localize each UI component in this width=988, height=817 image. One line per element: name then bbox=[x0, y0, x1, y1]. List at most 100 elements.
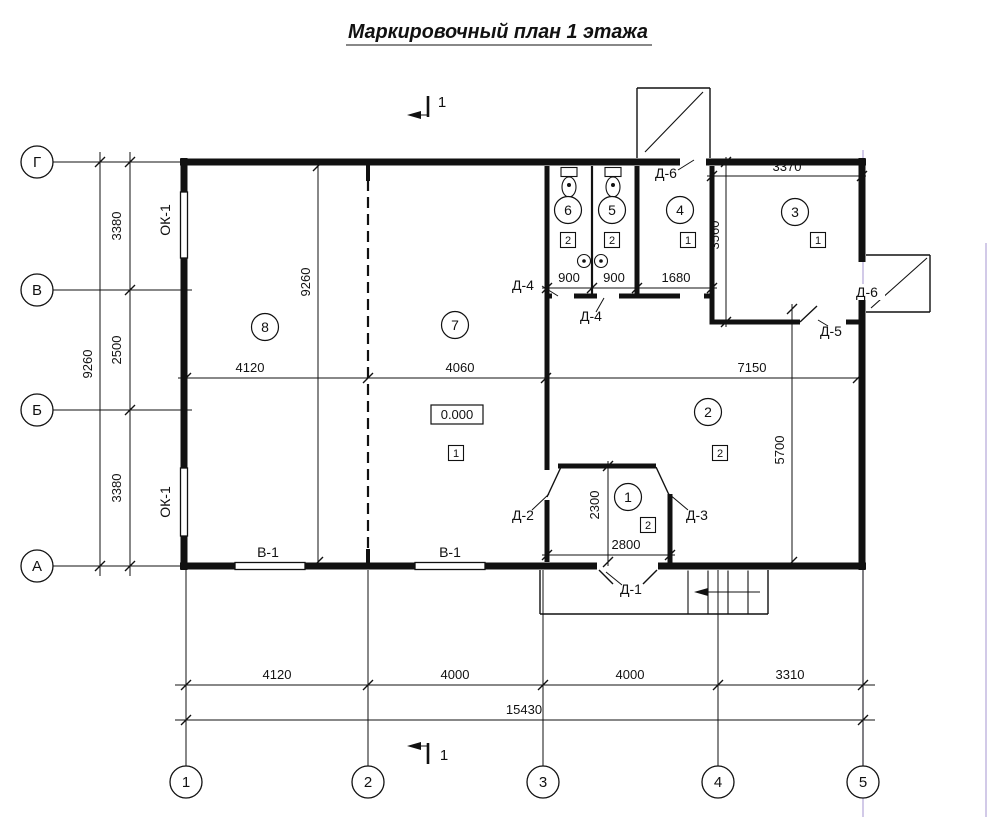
axis-bubble-2 bbox=[351, 765, 385, 799]
dim-mid-seg3: 7150 bbox=[738, 360, 767, 375]
room-number-1: 1 bbox=[624, 489, 632, 505]
dim-mid-seg2: 4060 bbox=[446, 360, 475, 375]
section-arrow-icon bbox=[407, 111, 421, 119]
wc-dot-room5-icon bbox=[611, 183, 615, 187]
letter-axes: Г В Б А bbox=[20, 145, 192, 583]
dim-interior-height: 9260 bbox=[298, 268, 313, 297]
axis-label-1: 1 bbox=[182, 774, 190, 791]
room-bubble-7 bbox=[440, 310, 470, 340]
dim-mid-seg1: 4120 bbox=[236, 360, 265, 375]
room-bubble-1 bbox=[613, 482, 643, 512]
door-leaf-d1-left bbox=[598, 569, 614, 585]
door-label-d6-top: Д-6 bbox=[655, 165, 677, 181]
sink-room5-icon bbox=[593, 253, 609, 269]
door-leaf-d3 bbox=[655, 466, 671, 498]
floor-mark-box-room4 bbox=[679, 231, 697, 249]
floor-mark-room4: 1 bbox=[685, 235, 691, 247]
window-labels: ОК-1 ОК-1 В-1 В-1 bbox=[157, 204, 461, 560]
dim-toilet6-width: 900 bbox=[558, 270, 580, 285]
level-mark: 0.000 bbox=[430, 404, 484, 425]
wc-tank-room6-icon bbox=[560, 166, 578, 178]
room-number-6: 6 bbox=[564, 202, 572, 218]
axis-bubble-v bbox=[20, 273, 54, 307]
leader-d6-top bbox=[677, 159, 695, 171]
leader-d3 bbox=[668, 493, 689, 511]
door-label-d2: Д-2 bbox=[512, 507, 534, 523]
wc-tank-room5-icon bbox=[604, 166, 622, 178]
floor-mark-room2: 2 bbox=[717, 448, 723, 460]
dim-vestibule-width: 2800 bbox=[612, 537, 641, 552]
axis-bubble-1 bbox=[169, 765, 203, 799]
dim-bottom-total: 15430 bbox=[506, 702, 542, 717]
dim-left-seg-top: 3380 bbox=[109, 212, 124, 241]
window-ok1-upper bbox=[179, 191, 189, 259]
leader-d2 bbox=[531, 493, 550, 511]
room-bubble-6 bbox=[553, 195, 583, 225]
door-leaf-d2 bbox=[546, 466, 562, 498]
floor-mark-box-room1 bbox=[639, 516, 657, 534]
window-label-v1-right: В-1 bbox=[439, 544, 461, 560]
axis-label-g: Г bbox=[33, 154, 41, 171]
room-number-5: 5 bbox=[608, 202, 616, 218]
room-number-7: 7 bbox=[451, 317, 459, 333]
dim-room2-height: 5700 bbox=[772, 436, 787, 465]
dim-left-seg-bot: 3380 bbox=[109, 474, 124, 503]
dim-bottom-seg1: 4120 bbox=[263, 667, 292, 682]
window-label-ok1-lower: ОК-1 bbox=[157, 486, 173, 518]
door-label-d1: Д-1 bbox=[620, 581, 642, 597]
door-labels: Д-6 Д-4 Д-4 Д-5 Д-6 Д-2 Д-3 Д-1 bbox=[512, 159, 885, 597]
sink-room6-icon bbox=[576, 253, 592, 269]
dim-left-seg-mid: 2500 bbox=[109, 336, 124, 365]
window-ok1-lower bbox=[179, 467, 189, 537]
number-axes: 1 2 3 4 5 bbox=[169, 570, 880, 799]
axis-bubble-3 bbox=[526, 765, 560, 799]
dim-toilet5-width: 900 bbox=[603, 270, 625, 285]
level-mark-value: 0.000 bbox=[441, 407, 474, 422]
leader-d5 bbox=[817, 319, 829, 327]
porch-top-diagonal bbox=[644, 91, 704, 153]
axis-label-5: 5 bbox=[859, 774, 867, 791]
room-bubble-3 bbox=[780, 197, 810, 227]
dimension-texts: 9260 3380 2500 3380 9260 3370 3560 900 9… bbox=[80, 159, 804, 717]
floor-mark-box-room2 bbox=[711, 444, 729, 462]
axis-bubble-g bbox=[20, 145, 54, 179]
level-mark-box bbox=[430, 404, 484, 425]
door-leaf-d1-right bbox=[642, 569, 658, 585]
sink-dot-room5-icon bbox=[599, 259, 603, 263]
dim-bottom-seg3: 4000 bbox=[616, 667, 645, 682]
leader-d4-left bbox=[541, 285, 559, 297]
section-number-bottom: 1 bbox=[440, 747, 448, 764]
axis-bubble-5 bbox=[846, 765, 880, 799]
door-label-d4-left: Д-4 bbox=[512, 277, 534, 293]
door-label-d5: Д-5 bbox=[820, 323, 842, 339]
dim-bottom-seg2: 4000 bbox=[441, 667, 470, 682]
room-bubble-2 bbox=[693, 397, 723, 427]
dim-vestibule-depth: 2300 bbox=[587, 491, 602, 520]
floor-mark-room3: 1 bbox=[815, 235, 821, 247]
room-number-4: 4 bbox=[676, 202, 684, 218]
dim-bottom-seg4: 3310 bbox=[776, 667, 805, 682]
room-number-8: 8 bbox=[261, 319, 269, 335]
floor-mark-room6: 2 bbox=[565, 235, 571, 247]
window-v1-left bbox=[234, 561, 306, 571]
dimension-lines bbox=[94, 152, 875, 726]
section-mark-bottom: 1 bbox=[407, 742, 448, 764]
dimension-ticks bbox=[94, 156, 869, 726]
section-number-top: 1 bbox=[438, 94, 446, 111]
page-title: Маркировочный план 1 этажа bbox=[348, 21, 648, 43]
room-bubble-4 bbox=[665, 195, 695, 225]
porches bbox=[539, 87, 931, 615]
floor-type-marks: 2 2 1 1 1 2 2 bbox=[447, 231, 827, 534]
section-mark-top: 1 bbox=[407, 94, 446, 119]
guide-lines bbox=[862, 150, 987, 817]
floor-mark-box-room3 bbox=[809, 231, 827, 249]
floor-mark-room7: 1 bbox=[453, 448, 459, 460]
leader-d1 bbox=[605, 571, 623, 586]
door-leaves bbox=[546, 305, 818, 585]
leader-d4-bottom bbox=[595, 297, 605, 313]
axis-label-4: 4 bbox=[714, 774, 722, 791]
windows bbox=[179, 191, 486, 571]
axis-label-b: Б bbox=[32, 402, 42, 419]
sink-dot-room6-icon bbox=[582, 259, 586, 263]
